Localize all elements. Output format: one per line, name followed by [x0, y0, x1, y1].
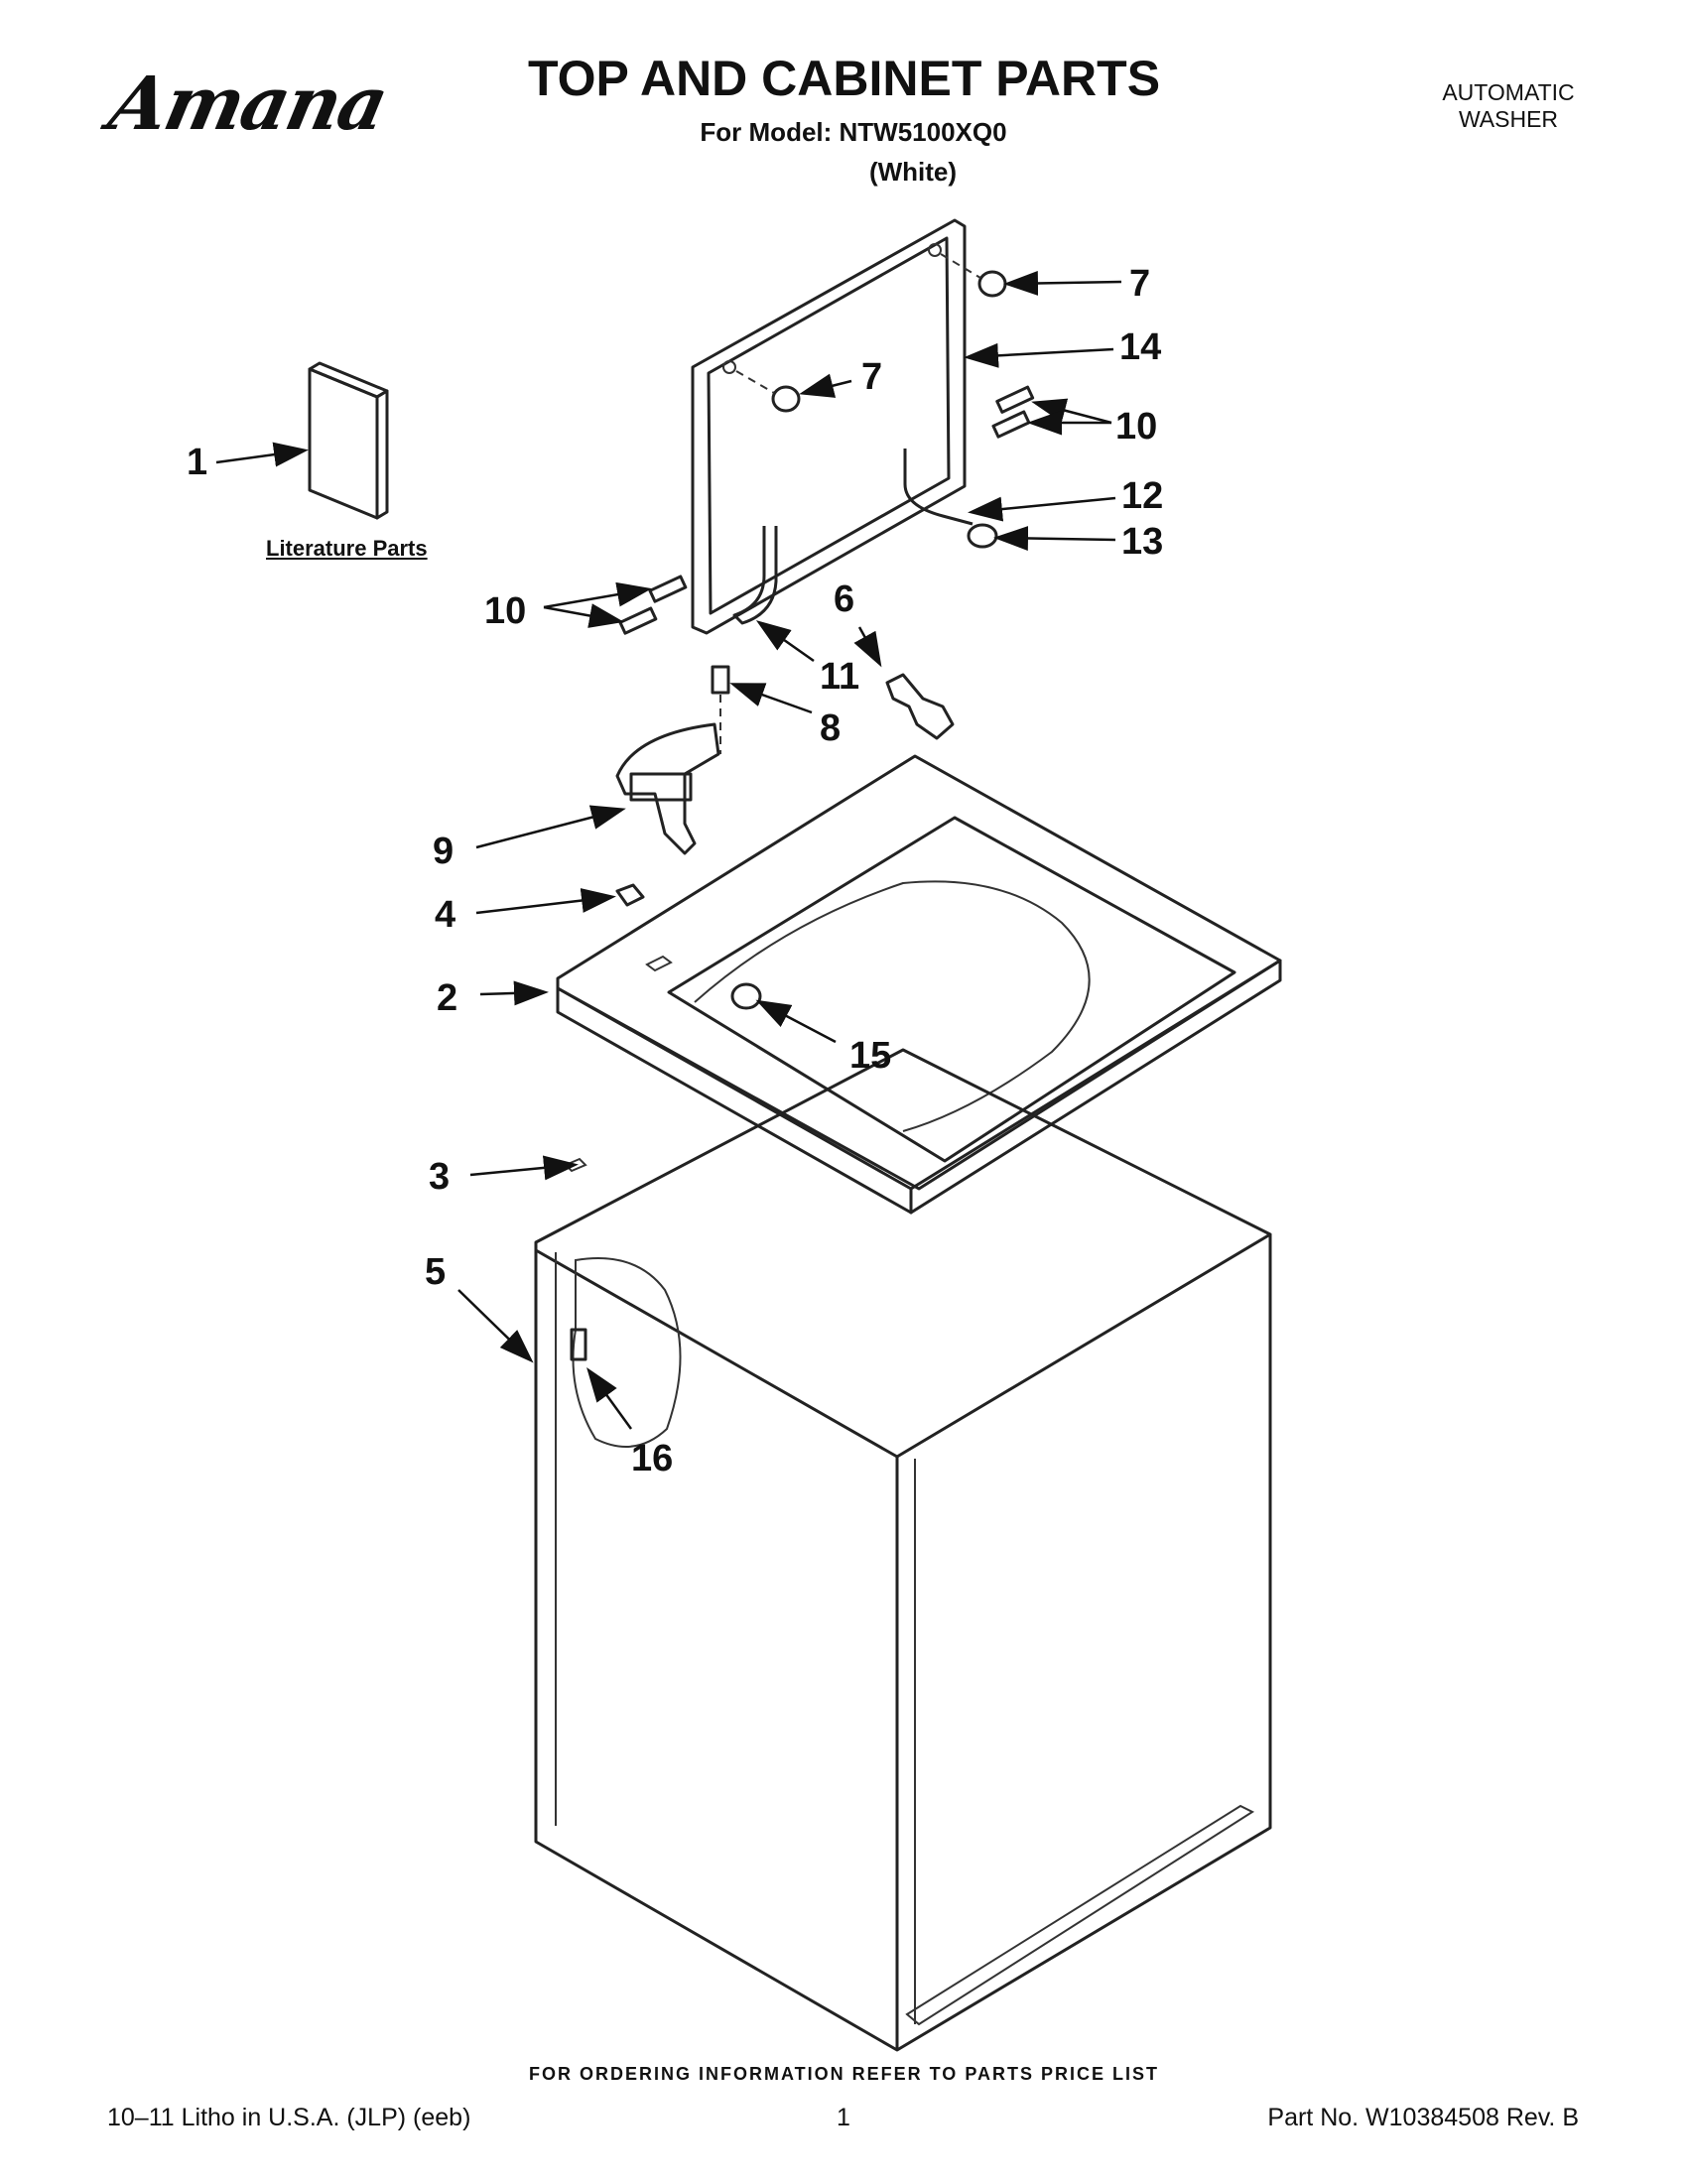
callout-15: 15	[849, 1035, 891, 1077]
page-title: TOP AND CABINET PARTS	[527, 51, 1161, 106]
litho-info: 10–11 Litho in U.S.A. (JLP) (eeb)	[107, 2104, 471, 2131]
product-type-line1: AUTOMATIC	[1442, 79, 1575, 105]
model-color: (White)	[868, 157, 958, 187]
lid-frame	[691, 218, 967, 635]
lid-switch-screw	[711, 665, 730, 754]
callout-16: 16	[631, 1438, 673, 1479]
literature-parts-caption: Literature Parts	[266, 536, 428, 561]
ordering-note: FOR ORDERING INFORMATION REFER TO PARTS …	[528, 2064, 1159, 2084]
callout-10-right: 10	[1115, 406, 1157, 448]
hinge-screws-right	[991, 385, 1035, 439]
callout-1: 1	[187, 442, 207, 483]
callout-7-right: 7	[1129, 263, 1150, 305]
leader-lines	[215, 270, 1122, 1430]
product-type: AUTOMATIC WASHER	[1389, 79, 1627, 133]
lid-bumper-left	[735, 370, 801, 413]
callout-4: 4	[435, 894, 455, 936]
callout-8: 8	[820, 707, 841, 749]
lid-strike-clip	[885, 673, 955, 740]
callout-14: 14	[1119, 326, 1161, 368]
lid-switch	[615, 722, 720, 855]
hinge-bushing	[967, 523, 998, 549]
callout-10-left: 10	[484, 590, 526, 632]
callout-11: 11	[820, 656, 859, 698]
page-number: 1	[837, 2104, 850, 2131]
hinge-rod-left	[732, 526, 778, 625]
literature-booklet	[308, 361, 389, 520]
callout-3: 3	[429, 1156, 450, 1198]
switch-clip	[615, 883, 645, 907]
lid-bumper-right	[940, 253, 1007, 298]
hinge-rod-right	[903, 449, 974, 526]
washer-top-panel	[556, 754, 1282, 1215]
callout-13: 13	[1121, 521, 1163, 563]
callout-12: 12	[1121, 475, 1163, 517]
callout-5: 5	[425, 1251, 446, 1293]
callout-9: 9	[433, 831, 454, 872]
part-number: Part No. W10384508 Rev. B	[1267, 2104, 1579, 2131]
callout-6: 6	[834, 578, 854, 620]
product-type-line2: WASHER	[1458, 106, 1559, 132]
hinge-screws-left	[618, 575, 688, 635]
callout-2: 2	[437, 977, 457, 1019]
model-number: For Model: NTW5100XQ0	[700, 117, 1007, 147]
washer-cabinet	[534, 1048, 1272, 2052]
callout-7-left: 7	[861, 356, 882, 398]
